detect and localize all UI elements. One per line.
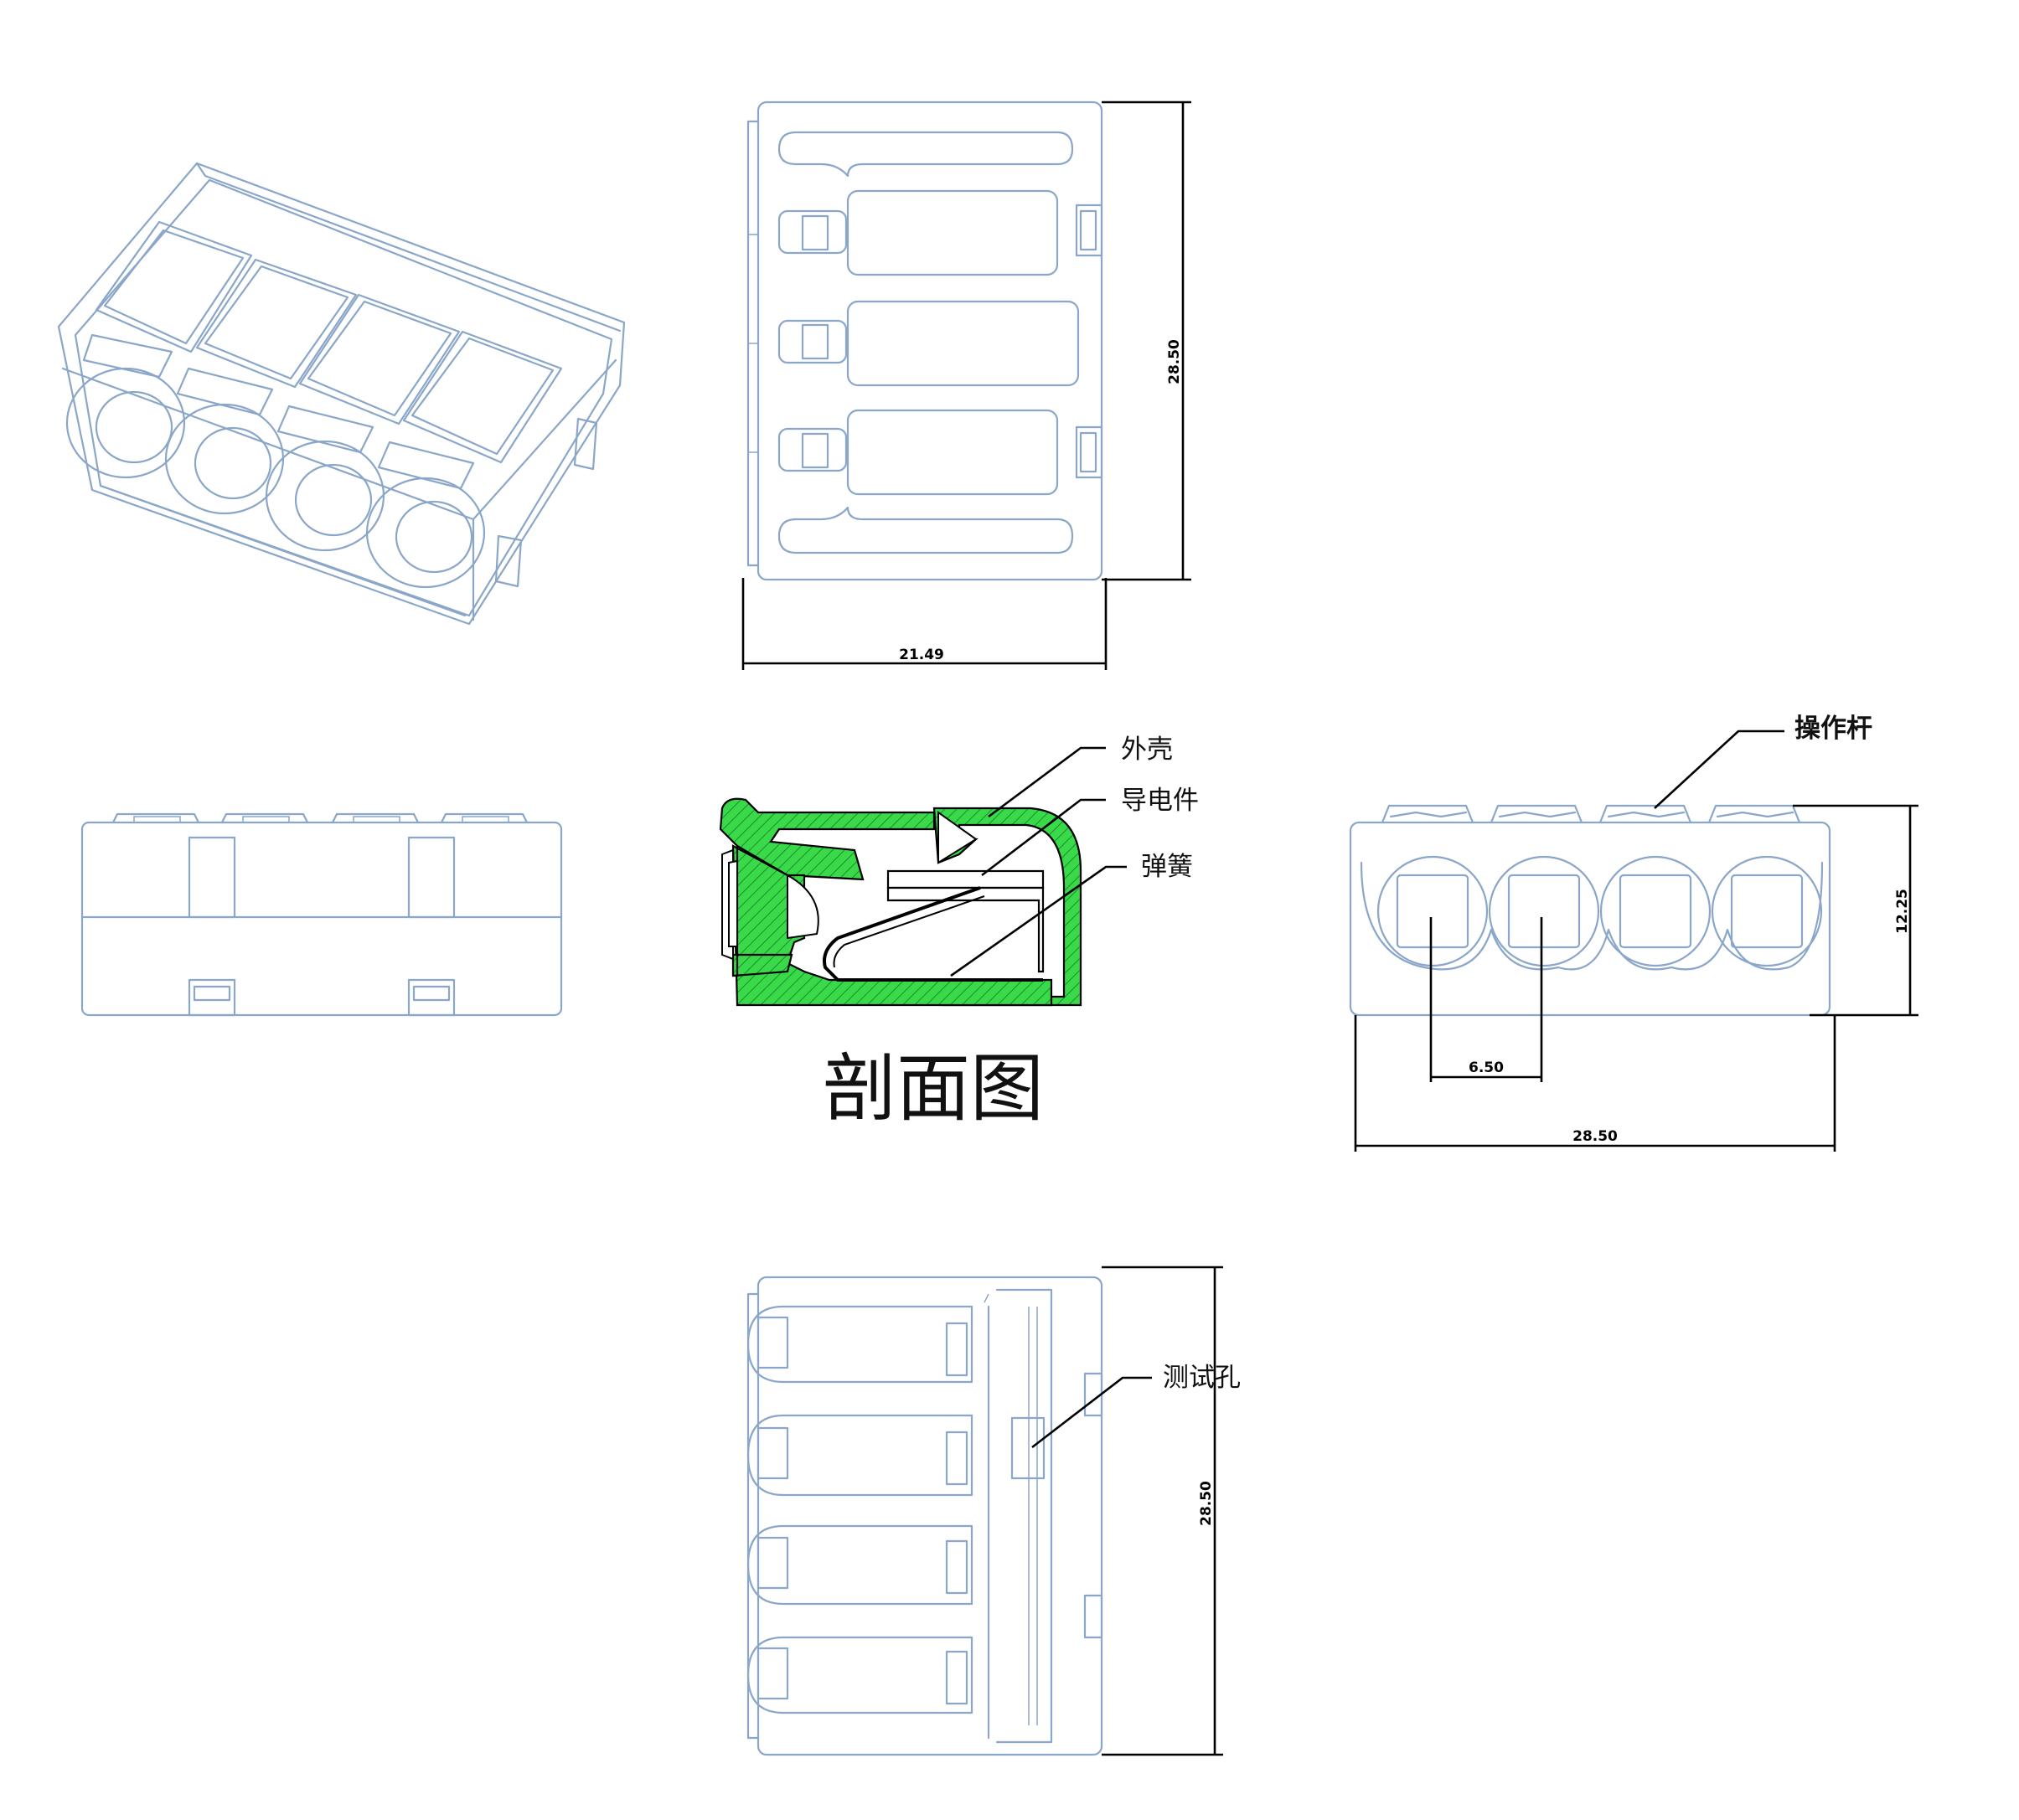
dim-side-height: 12.25 bbox=[1894, 889, 1911, 934]
label-shell: 外壳 bbox=[1121, 735, 1173, 765]
label-test-hole: 测试孔 bbox=[1163, 1363, 1241, 1393]
side-view: 12.25 6.50 28.50 操作杆 bbox=[1349, 714, 1918, 1152]
section-labels: 外壳 导电件 弹簧 剖面图 bbox=[823, 735, 1199, 1132]
front-view bbox=[80, 812, 563, 1017]
top-view: 28.50 21.49 bbox=[741, 101, 1191, 670]
isometric-view bbox=[57, 162, 626, 626]
bottom-view: 测试孔 28.50 bbox=[746, 1266, 1241, 1756]
label-spring: 弹簧 bbox=[1141, 852, 1193, 882]
label-conductor: 导电件 bbox=[1121, 786, 1199, 816]
dim-top-width: 21.49 bbox=[899, 647, 944, 663]
dim-bottom-height: 28.50 bbox=[1198, 1481, 1215, 1526]
dim-pitch: 6.50 bbox=[1469, 1060, 1504, 1076]
dim-top-height: 28.50 bbox=[1166, 339, 1183, 384]
section-title: 剖面图 bbox=[823, 1045, 1044, 1132]
section-view bbox=[719, 797, 1082, 1007]
dim-side-width: 28.50 bbox=[1572, 1128, 1618, 1145]
label-lever: 操作杆 bbox=[1794, 714, 1872, 744]
